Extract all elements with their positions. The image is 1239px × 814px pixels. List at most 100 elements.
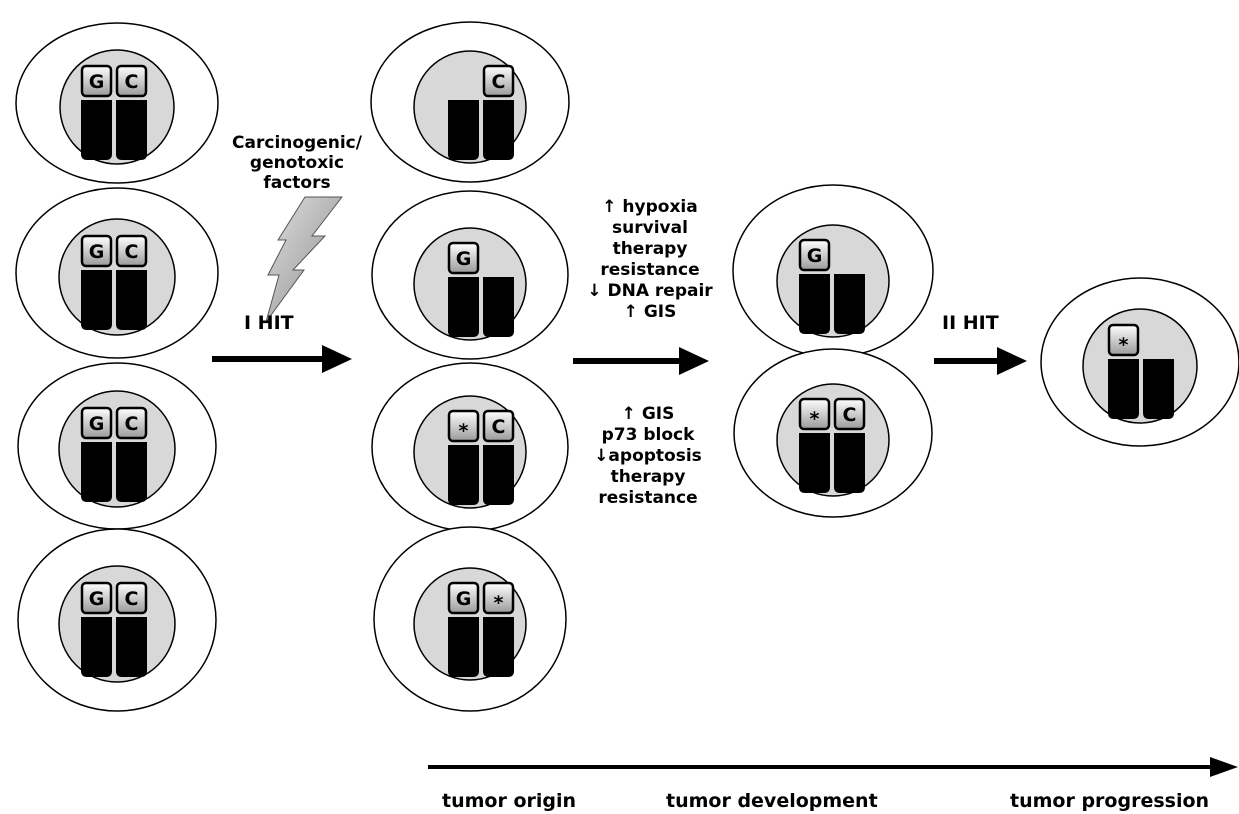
- dev-cell-2: *C: [733, 348, 933, 518]
- development-arrow: [573, 347, 709, 375]
- allele-box: [80, 64, 113, 98]
- chromosome-arm: [1143, 359, 1174, 419]
- chromosome-arm: [834, 433, 865, 493]
- effect-resistance: resistance: [600, 260, 700, 280]
- prog-cell-1: *: [1040, 277, 1239, 447]
- chromosome-arm: [116, 442, 147, 502]
- chromosome-arm: [834, 274, 865, 334]
- allele-label: C: [492, 71, 506, 93]
- chromosome-arm: [81, 100, 112, 160]
- timeline-axis-arrow: [428, 757, 1238, 777]
- allele-box: [482, 409, 515, 443]
- allele-label: G: [456, 248, 472, 270]
- allele-box: [1107, 323, 1140, 357]
- carcinogenic-line-2: genotoxic: [249, 153, 345, 173]
- effect-survival: survival: [612, 218, 688, 238]
- chromosome-arm: [448, 617, 479, 677]
- chromosome-arm: [116, 270, 147, 330]
- axis-label-origin: tumor origin: [442, 790, 577, 812]
- allele-label: C: [492, 416, 506, 438]
- allele-label: G: [89, 71, 105, 93]
- allele-label: C: [843, 404, 857, 426]
- chromosome-arm: [483, 445, 514, 505]
- allele-label: C: [125, 71, 139, 93]
- chromosome-arm: [799, 274, 830, 334]
- first-hit-arrow: [212, 345, 352, 373]
- axis-label-progression: tumor progression: [1010, 790, 1210, 812]
- allele-label: C: [125, 413, 139, 435]
- hit-cell-2: G: [371, 190, 569, 360]
- mutant-allele-label: *: [1119, 334, 1129, 356]
- allele-box: [115, 64, 148, 98]
- allele-box: [798, 397, 831, 431]
- allele-box: [115, 406, 148, 440]
- mutant-allele-label: *: [459, 420, 469, 442]
- allele-box: [798, 238, 831, 272]
- axis-label-development: tumor development: [666, 790, 878, 812]
- effect-hypoxia: ↑ hypoxia: [602, 197, 698, 217]
- allele-box: [115, 581, 148, 615]
- allele-label: G: [456, 588, 472, 610]
- effect-resistance-lower: resistance: [598, 488, 698, 508]
- mutant-allele-label: *: [494, 592, 504, 614]
- chromosome-arm: [483, 617, 514, 677]
- effect-therapy-lower: therapy: [610, 467, 686, 487]
- allele-box: [833, 397, 866, 431]
- chromosome-arm: [116, 100, 147, 160]
- allele-label: C: [125, 588, 139, 610]
- chromosome-arm: [483, 277, 514, 337]
- chromosome-arm: [448, 445, 479, 505]
- effect-gis: ↑ GIS: [623, 302, 677, 322]
- allele-box: [447, 241, 480, 275]
- chromosome-arm: [1108, 359, 1139, 419]
- effect-apoptosis: ↓apoptosis: [594, 446, 702, 466]
- effect-therapy: therapy: [612, 239, 688, 259]
- chromosome-arm: [483, 100, 514, 160]
- second-hit-label: II HIT: [942, 312, 999, 334]
- chromosome-arm: [448, 100, 479, 160]
- chromosome-arm: [81, 617, 112, 677]
- hit-cell-1: C: [370, 21, 570, 183]
- allele-box: [115, 234, 148, 268]
- allele-label: G: [807, 245, 823, 267]
- carcinogenic-line-1: Carcinogenic/: [232, 133, 362, 153]
- allele-box: [447, 409, 480, 443]
- effect-p73-block: p73 block: [601, 425, 695, 445]
- chromosome-arm: [81, 270, 112, 330]
- allele-box: [447, 581, 480, 615]
- allele-box: [482, 581, 515, 615]
- cell-nucleus: [776, 383, 890, 497]
- dev-cell-1: G: [732, 184, 934, 358]
- first-hit-label: I HIT: [244, 312, 294, 334]
- second-hit-arrow: [934, 347, 1027, 375]
- effect-dna-repair: ↓ DNA repair: [587, 281, 713, 301]
- cell-nucleus: [776, 224, 890, 338]
- hit-cell-4: G*: [373, 526, 567, 712]
- hit-cell-3: *C: [371, 362, 569, 532]
- allele-label: C: [125, 241, 139, 263]
- chromosome-arm: [116, 617, 147, 677]
- allele-box: [80, 234, 113, 268]
- allele-label: G: [89, 413, 105, 435]
- chromosome-arm: [448, 277, 479, 337]
- lightning-bolt-icon: [265, 196, 344, 323]
- allele-box: [80, 581, 113, 615]
- mutant-allele-label: *: [810, 408, 820, 430]
- allele-box: [482, 64, 515, 98]
- upper-effects-list: ↑ hypoxia survival therapy resistance ↓ …: [565, 197, 735, 323]
- chromosome-arm: [799, 433, 830, 493]
- carcinogenic-line-3: factors: [263, 173, 331, 193]
- chromosome-arm: [81, 442, 112, 502]
- carcinogenic-factors-label: Carcinogenic/ genotoxic factors: [222, 133, 372, 193]
- lower-effects-list: ↑ GIS p73 block ↓apoptosis therapy resis…: [563, 404, 733, 509]
- effect-gis-lower: ↑ GIS: [621, 404, 675, 424]
- allele-box: [80, 406, 113, 440]
- allele-label: G: [89, 241, 105, 263]
- cell-nucleus: [1082, 308, 1198, 424]
- allele-label: G: [89, 588, 105, 610]
